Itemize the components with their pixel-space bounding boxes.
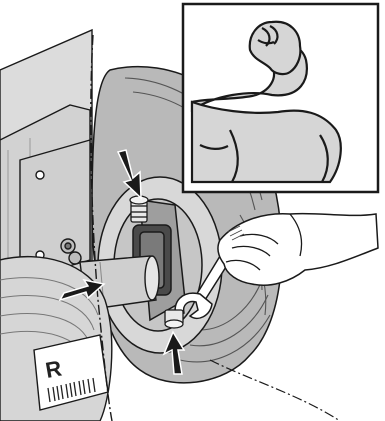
inset-callout-panel	[183, 4, 378, 192]
hub-bolt-top	[130, 196, 148, 222]
section-cut-line-lower	[210, 360, 340, 421]
hub-bolt-bottom	[165, 310, 183, 328]
hand	[218, 214, 378, 286]
